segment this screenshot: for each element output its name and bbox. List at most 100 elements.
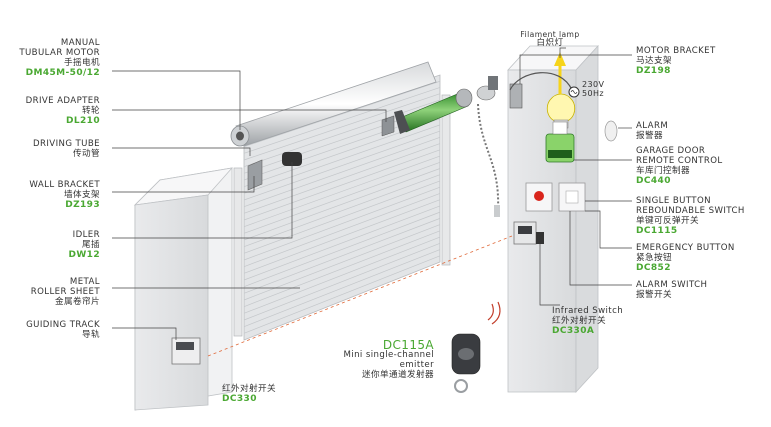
curtain-slat [243,255,441,334]
guide-track-right [441,94,451,266]
label-motor-bracket: MOTOR BRACKET 马达支架 DZ198 [636,46,716,76]
label-en: REMOTE CONTROL [636,156,723,166]
label-cn: 金属卷帘片 [55,297,100,307]
alarm-drawing [604,120,618,142]
voltage: 230V [582,80,605,89]
curtain-slat [243,137,441,207]
crank-handle [494,205,500,217]
label-en: DRIVE ADAPTER [25,96,100,106]
label-en: IDLER [72,230,100,240]
power-cord [509,72,573,91]
infrared-beam [207,235,513,357]
curtain-slat [243,224,441,301]
label-code: DM45M-50/12 [25,68,100,78]
label-power: 230V 50Hz [582,80,604,98]
label-en: TUBULAR MOTOR [19,48,100,58]
crank-rod [477,103,500,211]
label-en: ALARM SWITCH [636,280,708,290]
label-cn: 紧急按钮 [636,253,672,263]
label-en: WALL BRACKET [29,180,100,190]
label-code: DC440 [636,176,671,186]
label-code: DL210 [66,116,100,126]
label-infrared-switch-right: Infrared Switch 红外对射开关 DC330A [552,306,623,336]
label-cn: 红外对射开关 [222,384,276,394]
curtain-slat [243,230,441,307]
roller-curtain [243,74,441,341]
curtain-slat [243,80,441,147]
label-metal-roller-sheet: METAL ROLLER SHEET 金属卷帘片 [4,277,100,307]
curtain-slat [243,242,441,321]
label-cn: 报警开关 [636,290,672,300]
label-code: DW12 [68,250,100,260]
label-en: GUIDING TRACK [26,320,100,330]
label-code: DZ193 [65,200,100,210]
curtain-slat [243,180,441,254]
curtain-slat [243,186,441,261]
label-emitter: DC115A Mini single-channel emitter 迷你单通道… [330,338,434,380]
curtain-slat [243,124,441,194]
label-alarm-switch: ALARM SWITCH 报警开关 [636,280,707,300]
wall-bracket-drawing [247,152,302,191]
label-cn: 墙体支架 [64,190,100,200]
label-code: DZ198 [636,66,671,76]
label-manual-tubular-motor: MANUAL TUBULAR MOTOR 手摇电机 DM45M-50/12 [4,38,100,78]
label-en: ROLLER SHEET [30,287,100,297]
label-alarm: ALARM 报警器 [636,121,668,141]
label-cn: 白炽灯 [536,38,564,48]
label-single-button-switch: SINGLE BUTTON REBOUNDABLE SWITCH 单键可反弹开关… [636,196,745,236]
label-wall-bracket: WALL BRACKET 墙体支架 DZ193 [4,180,100,210]
label-driving-tube: DRIVING TUBE 传动管 [4,139,100,159]
label-en: METAL [69,277,100,287]
curtain-slat [243,87,441,154]
label-idler: IDLER 尾插 DW12 [4,230,100,260]
label-en: EMERGENCY BUTTON [636,243,735,253]
curtain-slat [243,99,441,167]
tubular-motor-drawing [381,85,496,137]
label-en: MOTOR BRACKET [636,46,716,56]
remote-control-box-drawing [545,121,575,163]
label-en: Filament lamp [520,30,580,39]
label-cn: 尾插 [82,240,100,250]
infrared-switch-right-drawing [513,221,544,245]
left-wall [133,167,234,411]
label-cn: 红外对射开关 [552,316,606,326]
label-cn: 马达支架 [636,56,672,66]
key-fob-drawing [451,301,501,393]
label-guiding-track: GUIDING TRACK 导轨 [4,320,100,340]
motor-bracket-drawing [509,83,523,109]
idler-drawing [282,152,302,166]
curtain-slat [243,149,441,221]
label-filament-lamp: Filament lamp 白炽灯 [518,30,582,48]
curtain-slat [243,218,441,294]
label-en: GARAGE DOOR [636,146,706,156]
curtain-slat [243,211,441,287]
label-code: DC330 [222,394,257,404]
label-infrared-switch-left: 红外对射开关 DC330 [222,384,276,404]
curtain-slat [243,199,441,274]
label-en: MANUAL [60,38,100,48]
label-en: SINGLE BUTTON [636,196,711,206]
label-cn: 车库门控制器 [636,166,690,176]
curtain-slat [243,161,441,234]
label-cn: 导轨 [82,330,100,340]
motor-bracket-plate [488,76,498,90]
label-en: Infrared Switch [552,306,624,316]
curtain-slat [243,143,441,214]
label-code: DC330A [552,326,595,336]
curtain-slat [243,168,441,241]
guide-track-left [233,167,243,337]
emitter-code: DC115A [382,338,434,352]
label-cn: 单键可反弹开关 [636,216,699,226]
curtain-slat [243,155,441,227]
label-cn: 转轮 [82,106,100,116]
curtain-slat [243,130,441,201]
label-en: emitter [399,360,434,370]
curtain-slat [243,193,441,267]
label-garage-door-remote-control: GARAGE DOOR REMOTE CONTROL 车库门控制器 DC440 [636,146,723,186]
infrared-switch-left-drawing [171,337,201,365]
frequency: 50Hz [582,89,604,98]
curtain-slat [243,205,441,281]
label-en: REBOUNDABLE SWITCH [636,206,745,216]
